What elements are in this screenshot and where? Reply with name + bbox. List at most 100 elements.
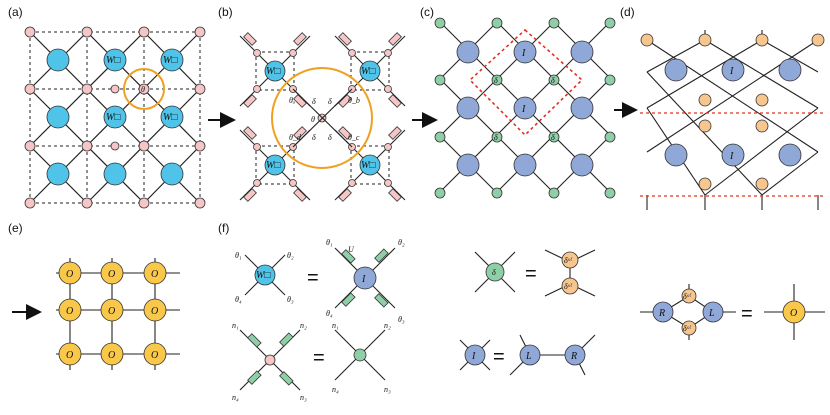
delta-b2: δ xyxy=(328,97,332,106)
theta4-left: θ₄ xyxy=(235,295,242,304)
r-label: R xyxy=(570,351,577,362)
pink-node-f xyxy=(264,354,276,366)
w-tensor-f xyxy=(254,264,276,286)
i-label-d2: I xyxy=(729,151,734,162)
n1-right: n₁ xyxy=(332,321,339,330)
theta-b-label: θ_b xyxy=(348,96,360,105)
delta-b1: δ xyxy=(312,97,316,106)
w-label-a4: W□ xyxy=(163,112,177,123)
equals-5: = xyxy=(741,303,753,325)
panel-b-label: (b) xyxy=(218,5,233,19)
o-tensors-e xyxy=(58,261,167,366)
u-label: U xyxy=(348,245,355,254)
i-label-split: I xyxy=(471,351,476,362)
unit-cell-c xyxy=(468,28,584,137)
theta3-left: θ₃ xyxy=(287,295,294,304)
panel-d-label: (d) xyxy=(620,5,635,19)
delta-c4: δ xyxy=(551,133,555,142)
theta-label-a: θ xyxy=(141,85,145,94)
w-label-b4: W□ xyxy=(361,160,375,171)
l-label-o: L xyxy=(708,308,715,319)
equals-1: = xyxy=(307,267,319,289)
w-label-b2: W□ xyxy=(361,66,375,77)
w-tensors-a xyxy=(46,48,184,186)
theta3-right: θ₃ xyxy=(398,315,405,324)
highlight-circle-a xyxy=(123,68,165,110)
pink-nodes-a xyxy=(24,26,206,209)
panel-f: (f) W□ θ₁ θ₂ θ₄ θ₃ = I θ₁ U θ₂ θ₄ θ₃ xyxy=(218,221,825,402)
highlight-circle-b xyxy=(271,67,373,169)
panel-c: (c) I I δ δ δ δ xyxy=(420,5,616,199)
w-tensors-b xyxy=(264,60,381,176)
panel-a-label: (a) xyxy=(8,5,23,19)
n4-left: n₄ xyxy=(232,393,239,402)
n4-right: n₄ xyxy=(332,385,339,394)
theta-a-label: θₐ xyxy=(289,96,296,105)
panel-c-label: (c) xyxy=(420,5,434,19)
w-label-b3: W□ xyxy=(266,160,280,171)
equals-2: = xyxy=(313,347,325,369)
sqrt-delta-label-2: δˢ⁽ xyxy=(564,282,573,291)
i-label-c2: I xyxy=(521,104,526,115)
sqrt-delta-o-bottom xyxy=(681,320,697,336)
o-tensor-f xyxy=(782,300,806,324)
o-label: O xyxy=(66,350,73,361)
l-tensor-o xyxy=(702,301,724,323)
o-label-f: O xyxy=(790,308,797,319)
l-label: L xyxy=(525,351,532,362)
theta1-left: θ₁ xyxy=(235,251,242,260)
delta-nodes-c xyxy=(434,17,616,199)
row-cuts-d xyxy=(640,112,826,197)
w-label-a1: W□ xyxy=(106,55,120,66)
panel-e-label: (e) xyxy=(8,221,23,235)
w-label-a3: W□ xyxy=(106,112,120,123)
n2-left: n₂ xyxy=(300,321,307,330)
sqrt-delta-o-label-2: δˢ⁽ xyxy=(683,324,692,333)
gate-rects-b xyxy=(243,32,402,202)
delta-b3: δ xyxy=(312,133,316,142)
theta2-right: θ₂ xyxy=(398,238,405,247)
theta-c-label: θ_c xyxy=(348,133,360,142)
i-label-f: I xyxy=(361,274,366,285)
delta-c3: δ xyxy=(494,133,498,142)
delta-b4: δ xyxy=(328,133,332,142)
w-label-b1: W□ xyxy=(266,66,280,77)
r-tensor xyxy=(564,344,586,366)
delta-c2: δ xyxy=(551,76,555,85)
links-d xyxy=(646,30,819,210)
w-label-f: W□ xyxy=(256,270,270,281)
gates-delta-f xyxy=(247,332,294,386)
sqrt-delta-top xyxy=(561,251,579,269)
w-label-a2: W□ xyxy=(163,55,177,66)
delta-tensor-split xyxy=(485,262,505,282)
o-label: O xyxy=(151,269,158,280)
delta-c1: δ xyxy=(494,76,498,85)
panel-a: (a) xyxy=(8,5,206,209)
n2-right: n₂ xyxy=(384,321,391,330)
u-gates-f xyxy=(341,248,389,308)
panel-d: (d) I I xyxy=(620,5,826,210)
i-tensors-d xyxy=(664,58,802,167)
n1-left: n₁ xyxy=(232,321,239,330)
n3-right: n₃ xyxy=(384,385,391,394)
sqrt-delta-label-1: δˢ⁽ xyxy=(564,256,573,265)
o-label: O xyxy=(108,350,115,361)
o-label: O xyxy=(66,269,73,280)
equals-3: = xyxy=(525,263,537,285)
n3-left: n₃ xyxy=(300,393,307,402)
i-tensor-split xyxy=(464,344,486,366)
o-labels-e: O O O O O O O O O xyxy=(66,269,158,361)
theta1-right: θ₁ xyxy=(326,238,333,247)
i-tensor-f xyxy=(353,266,377,290)
o-label: O xyxy=(108,269,115,280)
delta-node-f xyxy=(353,348,367,362)
o-label: O xyxy=(151,306,158,317)
dashed-boxes-b xyxy=(255,51,390,185)
theta2-left: θ₂ xyxy=(287,251,294,260)
o-label: O xyxy=(66,306,73,317)
theta-d-label: θ_d xyxy=(289,133,302,142)
panel-f-label: (f) xyxy=(218,221,229,235)
sqrt-delta-o-label-1: δˢ⁽ xyxy=(683,292,692,301)
panel-e: (e) O O O O O O O O O xyxy=(8,221,180,370)
